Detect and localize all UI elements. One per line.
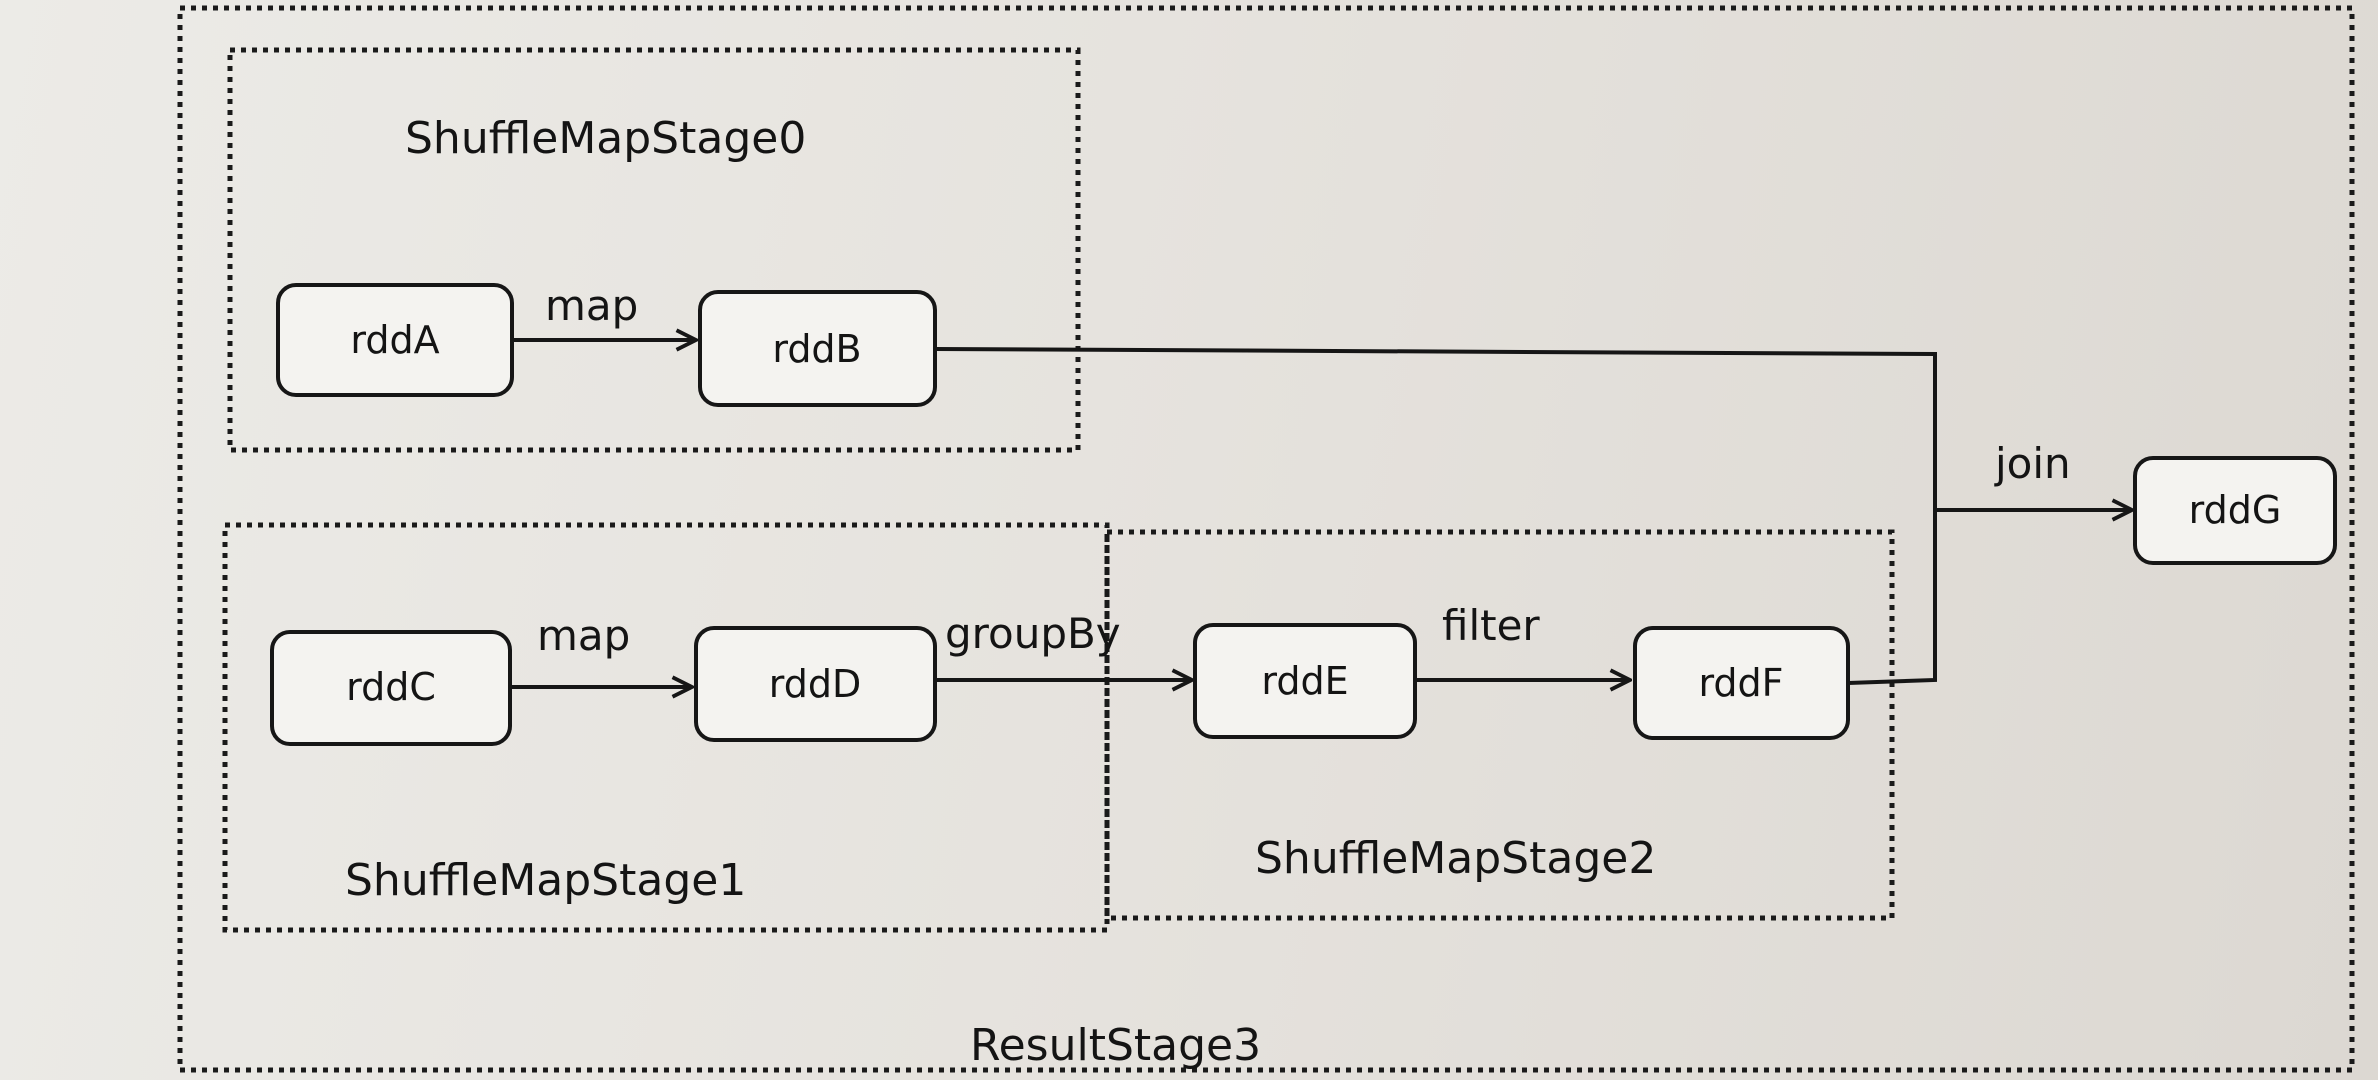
node-label-rddG: rddG [2189,488,2282,532]
edge-rddF-rddG [1847,510,1937,685]
node-rddC: rddC [270,630,512,746]
stage-label-result-stage3: ResultStage3 [970,1020,1261,1071]
node-label-rddE: rddE [1261,659,1348,703]
node-rddD: rddD [694,626,937,742]
stage-box-result-stage3 [177,5,2355,1073]
edge-label-groupby: groupBy [945,609,1121,658]
stage-label-shuffle-map-stage0: ShuffleMapStage0 [405,113,806,164]
stage-label-shuffle-map-stage1: ShuffleMapStage1 [345,855,746,906]
edge-label-map-1: map [545,281,638,330]
node-rddF: rddF [1633,626,1850,740]
node-rddA: rddA [276,283,514,397]
stage-label-shuffle-map-stage2: ShuffleMapStage2 [1255,833,1656,884]
stage-box-shuffle-map-stage2 [1104,529,1895,921]
edge-rddB-rddG [934,347,2132,510]
node-label-rddA: rddA [350,318,439,362]
edge-label-join: join [1994,439,2071,488]
node-label-rddB: rddB [772,327,861,371]
node-label-rddD: rddD [769,662,861,706]
node-rddG: rddG [2133,456,2337,565]
edge-label-map-2: map [537,611,630,660]
node-rddB: rddB [698,290,937,407]
edge-label-filter: filter [1442,601,1540,650]
stage-box-shuffle-map-stage1 [222,522,1110,933]
node-rddE: rddE [1193,623,1417,739]
node-label-rddF: rddF [1698,661,1783,705]
stage-box-shuffle-map-stage0 [227,47,1081,453]
node-label-rddC: rddC [346,665,436,709]
